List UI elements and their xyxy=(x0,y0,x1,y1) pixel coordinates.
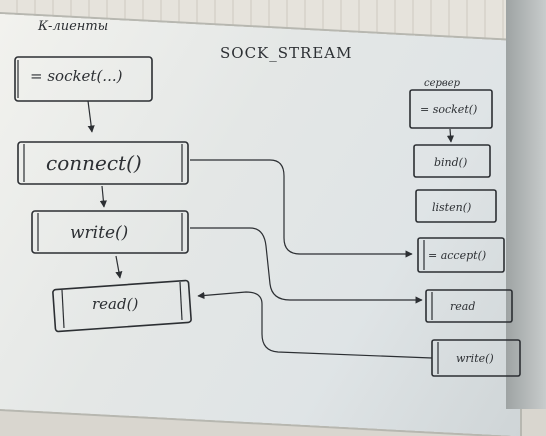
server-read-label: read xyxy=(450,300,475,313)
client-connect-box xyxy=(17,141,189,185)
client-socket-box xyxy=(14,56,153,102)
client-socket-label: = socket(...) xyxy=(30,67,123,85)
server-accept-label: = accept() xyxy=(428,249,486,262)
server-listen-label: listen() xyxy=(432,201,471,214)
server-accept-box xyxy=(417,237,505,273)
server-write-label: write() xyxy=(456,352,494,365)
server-bind-label: bind() xyxy=(434,156,467,169)
server-heading: сервер xyxy=(424,78,461,89)
arrow-server-socket-to-bind xyxy=(446,128,455,143)
middle-label: SOCK_STREAM xyxy=(220,44,352,62)
arrow-write-to-read xyxy=(190,227,423,304)
server-read-box xyxy=(425,289,513,323)
arrow-socket-to-connect xyxy=(87,100,95,133)
client-read-box xyxy=(52,279,192,333)
client-connect-label: connect() xyxy=(46,151,142,175)
client-write-label: write() xyxy=(70,223,128,243)
client-write-box xyxy=(31,210,189,254)
arrow-connect-to-write xyxy=(99,185,107,208)
arrow-write-to-client-read xyxy=(197,291,433,359)
server-socket-box xyxy=(409,89,493,129)
client-read-edge-left xyxy=(61,289,65,329)
client-read-label: read() xyxy=(92,295,138,313)
arrow-write-to-read xyxy=(115,255,123,279)
server-bind-box xyxy=(413,144,491,178)
client-heading: К-лиенты xyxy=(37,19,108,34)
socket-flow-diagram: К-лиенты = socket(...) connect() write()… xyxy=(14,19,521,377)
arrow-connect-to-accept xyxy=(190,159,413,258)
server-socket-label: = socket() xyxy=(420,103,477,116)
board-frame xyxy=(506,0,546,409)
server-listen-box xyxy=(415,189,497,223)
client-read-edge-right xyxy=(179,281,183,321)
